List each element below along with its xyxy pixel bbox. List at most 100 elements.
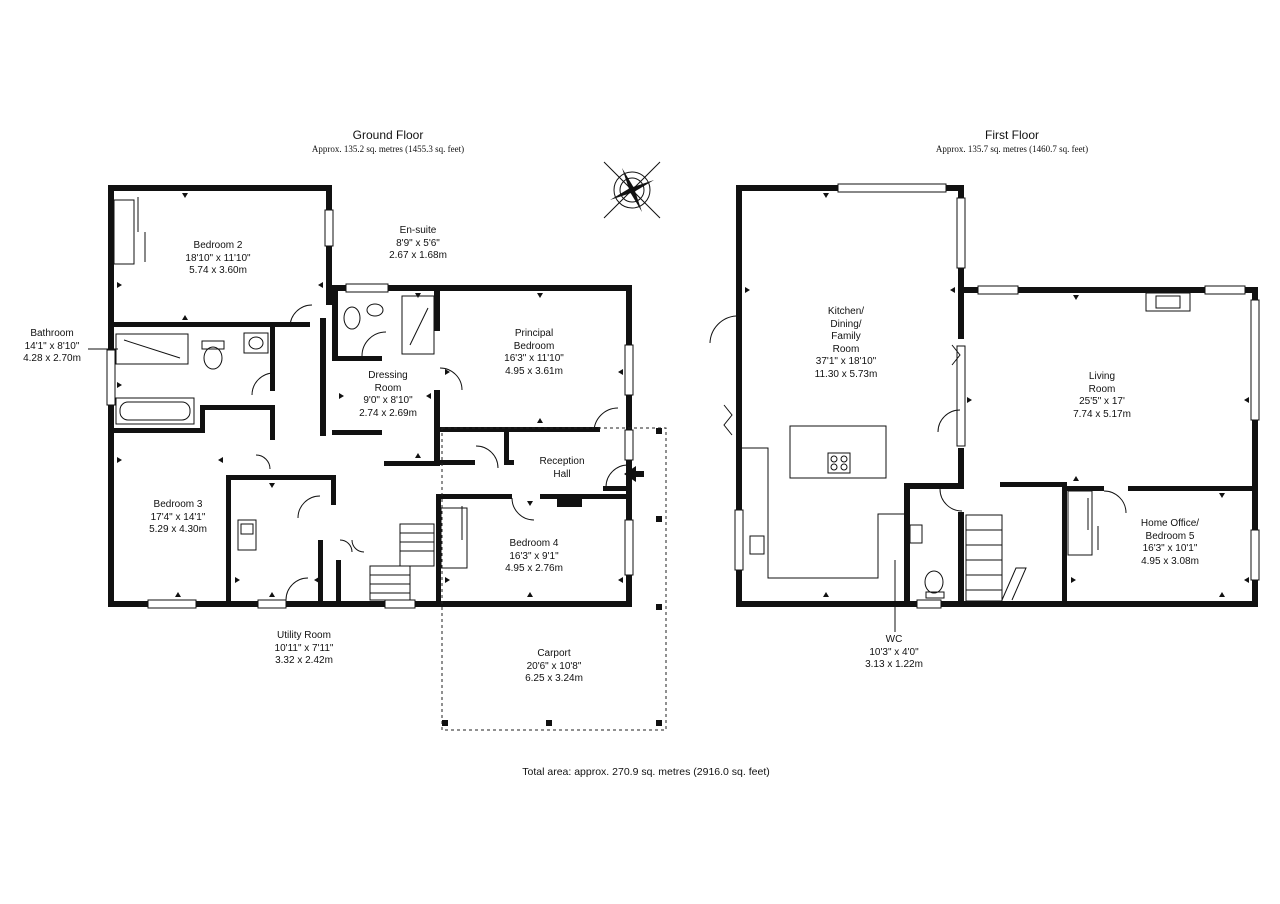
wall-marker bbox=[182, 315, 188, 320]
ground-floor-area: Approx. 135.2 sq. metres (1455.3 sq. fee… bbox=[311, 144, 465, 154]
room-label-bathroom: Bathroom 14'1" x 8'10" 4.28 x 2.70m bbox=[23, 328, 81, 366]
room-imperial: 14'1" x 8'10" bbox=[24, 340, 80, 352]
wardrobe-icon bbox=[1067, 490, 1099, 556]
room-name: Bedroom 4 bbox=[509, 538, 559, 549]
wall-marker bbox=[745, 287, 750, 293]
wall-marker bbox=[1219, 493, 1225, 498]
staircase bbox=[369, 523, 435, 601]
first-floor-area: Approx. 135.7 sq. metres (1460.7 sq. fee… bbox=[935, 144, 1089, 154]
wall-marker bbox=[1244, 397, 1249, 403]
room-name: Principal bbox=[514, 328, 554, 339]
compass-rose-icon bbox=[603, 161, 661, 219]
first-floor-walls bbox=[736, 185, 1258, 607]
room-label-bedroom-2: Bedroom 2 18'10" x 11'10" 5.74 x 3.60m bbox=[185, 240, 250, 278]
room-name: Kitchen/ bbox=[827, 306, 865, 317]
wall-marker bbox=[445, 369, 450, 375]
wall-marker bbox=[182, 193, 188, 198]
room-name: Carport bbox=[537, 648, 571, 659]
wardrobe-icon bbox=[440, 506, 468, 569]
room-name: Bedroom bbox=[513, 340, 555, 352]
room-label-wc: WC 10'3" x 4'0" 3.13 x 1.22m bbox=[865, 634, 923, 672]
sink-icon bbox=[909, 524, 923, 544]
room-name: Hall bbox=[553, 468, 571, 480]
wall-marker bbox=[537, 418, 543, 423]
wall-marker bbox=[1219, 592, 1225, 597]
toilet-icon bbox=[343, 303, 384, 330]
wall-marker bbox=[415, 453, 421, 458]
room-label-principal-bedroom: Principal Bedroom 16'3" x 11'10" 4.95 x … bbox=[504, 328, 564, 378]
wall-marker bbox=[1073, 476, 1079, 481]
wall-marker bbox=[1071, 577, 1076, 583]
room-name: WC bbox=[885, 634, 903, 645]
room-name: Room bbox=[374, 382, 402, 394]
room-imperial: 10'11" x 7'11" bbox=[274, 642, 334, 654]
room-metric: 5.74 x 3.60m bbox=[189, 265, 247, 276]
room-name: Room bbox=[832, 343, 860, 355]
fireplace bbox=[1145, 292, 1191, 312]
wardrobe-icon bbox=[113, 197, 146, 265]
wall-marker bbox=[235, 577, 240, 583]
room-label-home-office: Home Office/ Bedroom 5 16'3" x 10'1" 4.9… bbox=[1141, 518, 1199, 568]
toilet-icon bbox=[201, 340, 225, 370]
front-door-arrow-icon bbox=[624, 466, 644, 482]
wall-marker bbox=[175, 592, 181, 597]
wall-marker bbox=[269, 483, 275, 488]
room-imperial: 25'5" x 17' bbox=[1079, 396, 1125, 407]
wall-marker bbox=[318, 282, 323, 288]
room-label-bedroom-4: Bedroom 4 16'3" x 9'1" 4.95 x 2.76m bbox=[505, 538, 563, 576]
wall-marker bbox=[415, 293, 421, 298]
toilet-icon bbox=[924, 570, 945, 599]
room-metric: 4.95 x 3.61m bbox=[505, 365, 563, 377]
first-floor-plan bbox=[709, 183, 1260, 609]
room-imperial: 16'3" x 11'10" bbox=[504, 353, 564, 364]
sink-icon bbox=[749, 535, 765, 555]
wall-marker bbox=[117, 282, 122, 288]
door-swings bbox=[709, 315, 1127, 514]
room-imperial: 17'4" x 14'1" bbox=[150, 511, 206, 523]
ground-floor-heading: Ground Floor Approx. 135.2 sq. metres (1… bbox=[312, 128, 464, 155]
room-name: Utility Room bbox=[277, 630, 331, 641]
wall-marker bbox=[1244, 577, 1249, 583]
hob-icon bbox=[827, 452, 851, 474]
room-name: Bedroom 2 bbox=[193, 240, 243, 251]
room-metric: 7.74 x 5.17m bbox=[1073, 408, 1131, 420]
room-name: En-suite bbox=[399, 225, 437, 236]
room-name: Bedroom 5 bbox=[1145, 530, 1195, 542]
room-imperial: 18'10" x 11'10" bbox=[185, 252, 251, 264]
ground-windows bbox=[106, 209, 634, 609]
room-label-living-room: Living Room 25'5" x 17' 7.74 x 5.17m bbox=[1073, 371, 1131, 421]
wall-marker bbox=[117, 457, 122, 463]
bath-icon bbox=[115, 333, 189, 365]
room-name: Living bbox=[1088, 371, 1116, 382]
door-swings bbox=[251, 304, 629, 601]
staircase bbox=[965, 514, 1027, 602]
room-name: Dining/ bbox=[830, 318, 862, 330]
room-name: Bedroom 3 bbox=[153, 499, 203, 510]
room-metric: 3.13 x 1.22m bbox=[865, 659, 923, 670]
wall-marker bbox=[117, 382, 122, 388]
room-imperial: 9'0" x 8'10" bbox=[363, 395, 413, 406]
room-label-utility-room: Utility Room 10'11" x 7'11" 3.32 x 2.42m bbox=[275, 630, 334, 668]
sink-icon bbox=[237, 519, 257, 551]
room-metric: 3.32 x 2.42m bbox=[275, 655, 333, 666]
total-area: Total area: approx. 270.9 sq. metres (29… bbox=[522, 766, 770, 778]
room-imperial: 8'9" x 5'6" bbox=[396, 237, 440, 249]
wall-marker bbox=[527, 501, 533, 506]
room-metric: 11.30 x 5.73m bbox=[814, 368, 878, 380]
wall-marker bbox=[314, 577, 319, 583]
wall-marker bbox=[426, 393, 431, 399]
room-imperial: 10'3" x 4'0" bbox=[869, 646, 919, 658]
wall-marker bbox=[823, 193, 829, 198]
bath-icon bbox=[115, 397, 195, 425]
shower-icon bbox=[401, 295, 435, 355]
room-imperial: 37'1" x 18'10" bbox=[815, 356, 877, 367]
first-windows bbox=[734, 183, 1260, 609]
room-label-kitchen: Kitchen/ Dining/ Family Room 37'1" x 18'… bbox=[815, 306, 878, 381]
wall-markers bbox=[117, 193, 1249, 597]
wall-marker bbox=[445, 577, 450, 583]
first-floor-title: First Floor bbox=[984, 128, 1039, 142]
kitchen-units bbox=[742, 425, 904, 579]
room-metric: 2.67 x 1.68m bbox=[389, 250, 447, 261]
room-label-en-suite: En-suite 8'9" x 5'6" 2.67 x 1.68m bbox=[389, 225, 447, 263]
room-metric: 4.28 x 2.70m bbox=[23, 353, 81, 364]
